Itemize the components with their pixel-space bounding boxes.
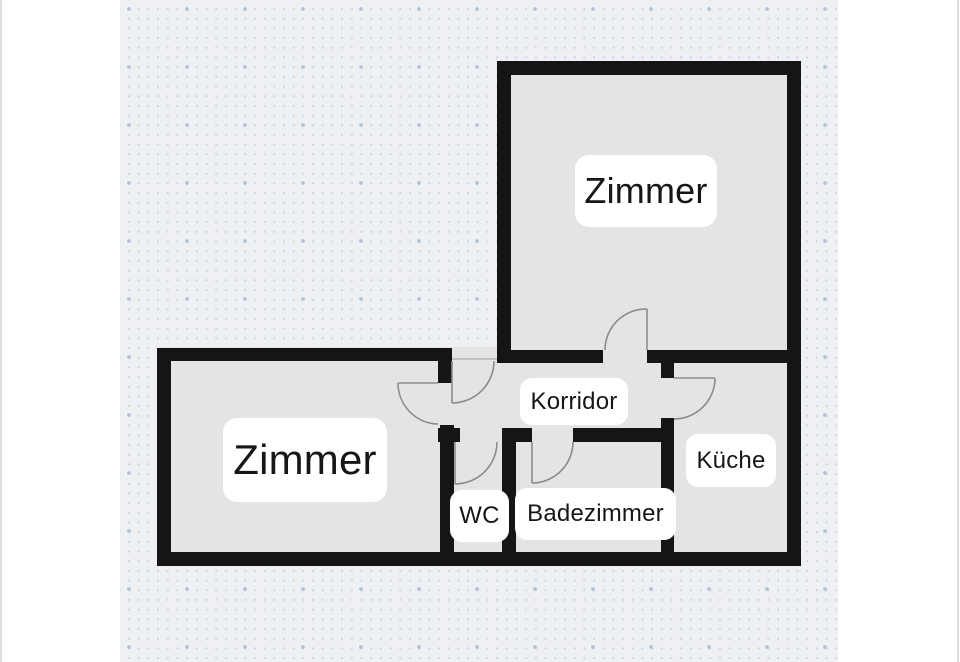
door-arc-badezimmer [531,441,574,484]
room-label-wc[interactable]: WC [450,490,509,542]
wall-west [157,348,171,566]
wall-left-section-north [157,348,452,361]
door-arc-zimmer-top [604,308,648,351]
room-label-zimmer-top[interactable]: Zimmer [575,155,717,227]
wall-kueche-west-stub [661,361,674,378]
wall-bad-north [573,428,661,442]
wall-east [787,61,801,566]
door-arc-wc [454,441,498,485]
page-left-border [0,0,2,662]
wall-south [157,552,801,566]
wall-top-room-west [497,61,511,361]
door-arc-zimmer-left [397,382,439,425]
page-right-border [957,0,959,662]
wall-top-room-south-w [497,350,603,363]
door-arc-kueche [673,377,716,420]
room-label-badezimmer[interactable]: Badezimmer [515,488,676,540]
doors [397,308,716,485]
wall-wc-north-stub [438,428,460,442]
room-label-kueche[interactable]: Küche [686,434,776,487]
door-arc-entrance [451,360,495,404]
room-label-korridor[interactable]: Korridor [520,378,628,425]
room-label-zimmer-left[interactable]: Zimmer [223,418,387,502]
wall-top-room-south-e [647,350,801,363]
wall-top-room-north [497,61,801,75]
wall-bad-north-stub [516,428,532,442]
wall-zimmer-left-stub [438,357,452,383]
